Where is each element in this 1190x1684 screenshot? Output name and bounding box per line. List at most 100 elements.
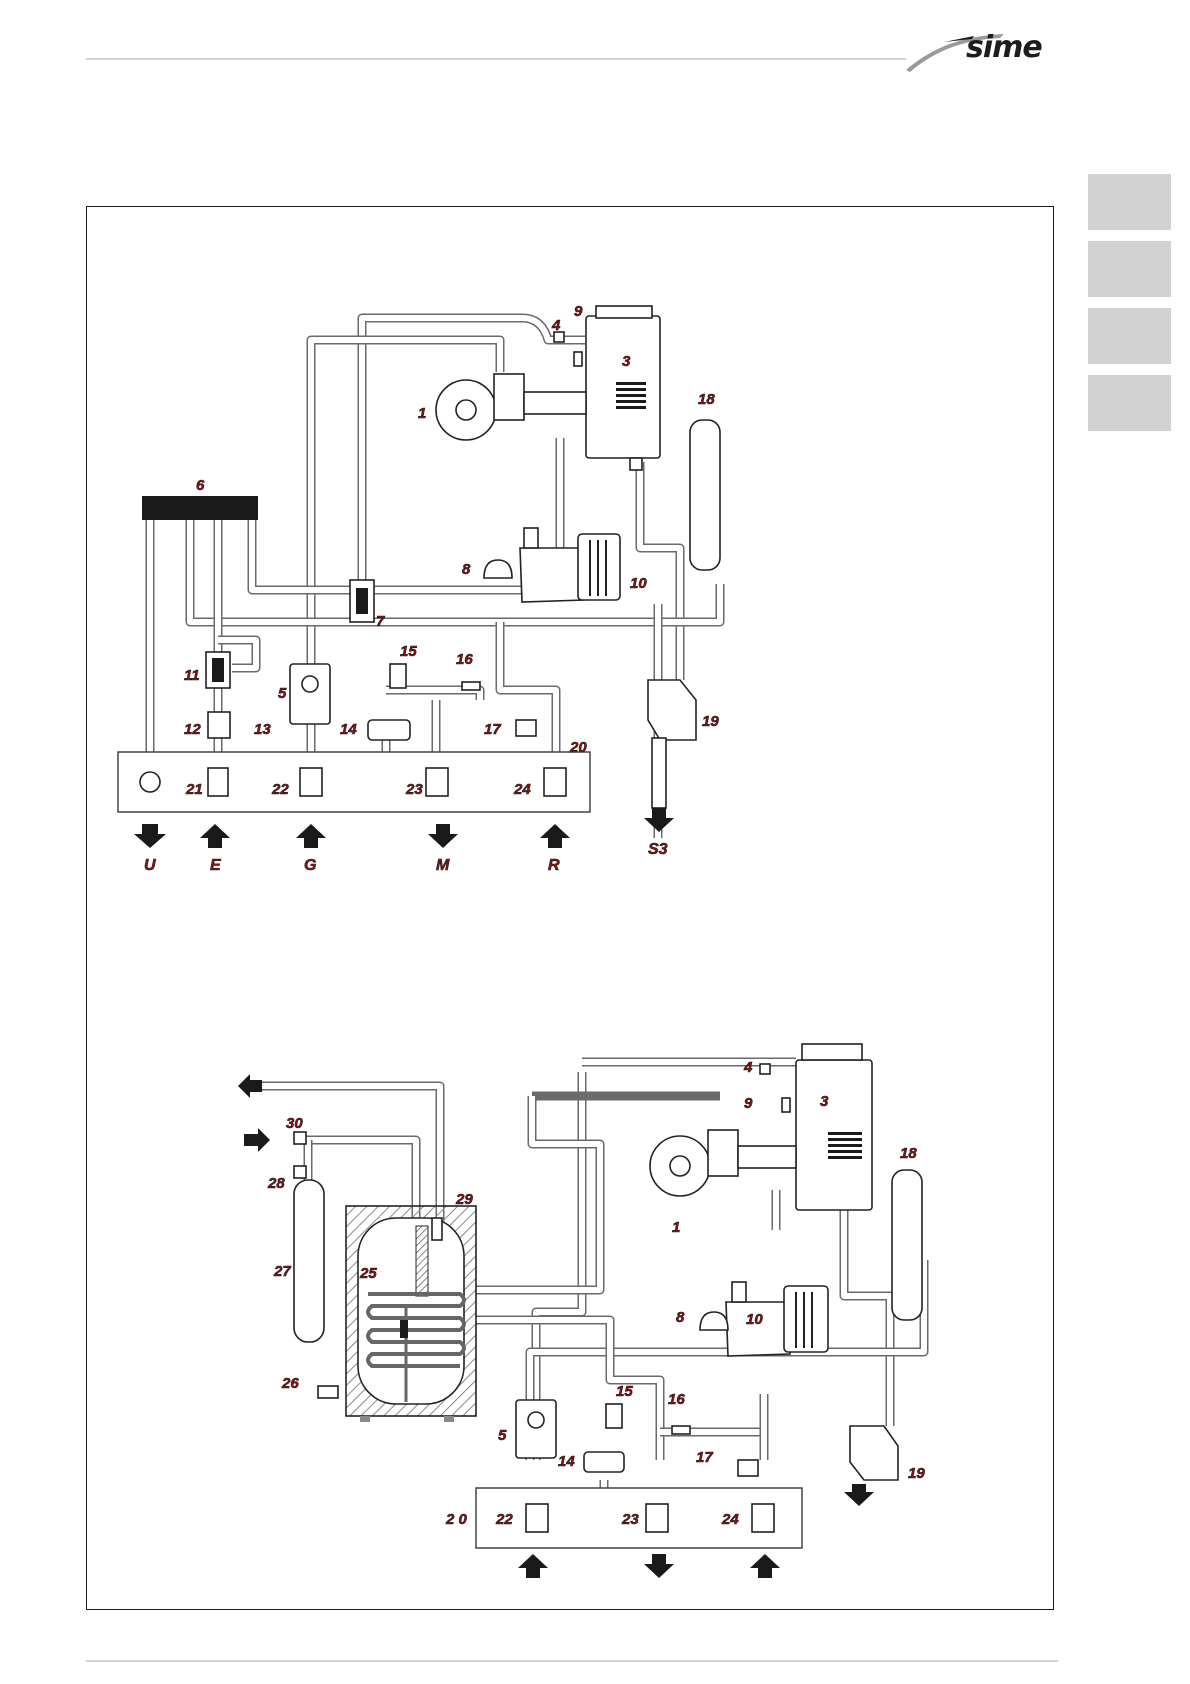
tap-22 — [300, 768, 322, 796]
fitting-u — [140, 772, 160, 792]
drain-cock-2 — [738, 1460, 758, 1476]
label-b-4: 4 — [743, 1059, 753, 1076]
dhw-storage-tank — [346, 1206, 476, 1422]
safety-valve-2 — [584, 1452, 624, 1472]
label-b-9: 9 — [744, 1095, 753, 1112]
label-b-17: 17 — [696, 1449, 713, 1466]
tap-24 — [544, 768, 566, 796]
label-4: 4 — [551, 317, 561, 334]
expansion-vessel — [690, 420, 720, 570]
heat-exchanger-2 — [796, 1044, 872, 1210]
footer-rule — [86, 1660, 1058, 1662]
tank-probe — [400, 1320, 408, 1338]
label-b-3: 3 — [820, 1093, 829, 1110]
arrow-up-r — [540, 824, 570, 848]
probe-9 — [574, 352, 582, 366]
safety-valve — [368, 720, 410, 740]
water-filter — [208, 712, 230, 738]
condensate-trap — [648, 680, 696, 808]
label-b-16: 16 — [668, 1391, 685, 1408]
tank-drain — [318, 1386, 338, 1398]
heat-exchanger — [586, 306, 660, 470]
pressure-transducer-2 — [606, 1404, 622, 1428]
label-24: 24 — [513, 781, 531, 798]
label-9: 9 — [574, 303, 583, 320]
drain-cock — [516, 720, 536, 736]
label-b-19: 19 — [908, 1465, 925, 1482]
label-23: 23 — [405, 781, 423, 798]
bypass-2 — [672, 1426, 690, 1434]
label-b-29: 29 — [455, 1191, 473, 1208]
label-b-27: 27 — [273, 1263, 291, 1280]
label-17: 17 — [484, 721, 501, 738]
label-21: 21 — [185, 781, 203, 798]
fan-blower — [436, 374, 586, 440]
arrow-right-inlet — [244, 1128, 270, 1152]
connection-s3: S3 — [648, 841, 668, 858]
valve-28 — [294, 1166, 306, 1178]
label-13: 13 — [254, 721, 271, 738]
pressure-transducer — [390, 664, 406, 688]
label-b-18: 18 — [900, 1145, 917, 1162]
label-5: 5 — [278, 685, 287, 702]
connection-m: M — [436, 857, 450, 874]
bottom-diagram — [238, 1044, 924, 1578]
connection-e: E — [210, 857, 222, 874]
tap-22-2 — [526, 1504, 548, 1532]
tap-23 — [426, 768, 448, 796]
label-14: 14 — [340, 721, 357, 738]
arrow-up-e — [200, 824, 230, 848]
distribution-manifold — [142, 496, 258, 520]
air-vent-2 — [760, 1064, 770, 1074]
label-19: 19 — [702, 713, 719, 730]
label-20: 20 — [569, 739, 587, 756]
label-b-15: 15 — [616, 1383, 633, 1400]
label-7: 7 — [376, 613, 385, 630]
label-22: 22 — [271, 781, 289, 798]
label-6: 6 — [196, 477, 205, 494]
heating-coil — [368, 1294, 464, 1366]
label-b-22: 22 — [495, 1511, 513, 1528]
label-b-14: 14 — [558, 1453, 575, 1470]
label-b-5: 5 — [498, 1427, 507, 1444]
gas-valve — [290, 664, 330, 724]
label-1: 1 — [418, 405, 426, 422]
label-11: 11 — [184, 667, 200, 684]
label-b-1: 1 — [672, 1219, 680, 1236]
circulation-pump-2 — [726, 1282, 828, 1356]
label-18: 18 — [698, 391, 715, 408]
arrow-up-return — [750, 1554, 780, 1578]
label-b-8: 8 — [676, 1309, 685, 1326]
arrow-left-outlet — [238, 1074, 262, 1098]
valve-30 — [294, 1132, 306, 1144]
arrow-down-m — [428, 824, 458, 848]
label-10: 10 — [630, 575, 647, 592]
arrow-down-s3 — [644, 808, 674, 832]
label-16: 16 — [456, 651, 473, 668]
condensate-trap-2 — [850, 1426, 898, 1480]
label-3: 3 — [622, 353, 631, 370]
connection-g: G — [304, 857, 316, 874]
arrow-down-flow — [644, 1554, 674, 1578]
dhw-expansion-vessel — [294, 1180, 324, 1342]
label-15: 15 — [400, 643, 417, 660]
arrow-up-gas — [518, 1554, 548, 1578]
label-b-10: 10 — [746, 1311, 763, 1328]
label-b-30: 30 — [286, 1115, 303, 1132]
arrow-up-g — [296, 824, 326, 848]
tap-23-2 — [646, 1504, 668, 1532]
label-12: 12 — [184, 721, 201, 738]
label-b-25: 25 — [359, 1265, 377, 1282]
circulation-pump — [520, 528, 620, 602]
fan-blower-2 — [650, 1130, 796, 1196]
tap-24-2 — [752, 1504, 774, 1532]
label-b-24: 24 — [721, 1511, 739, 1528]
arrow-down-condensate — [844, 1484, 874, 1506]
tap-21 — [208, 768, 228, 796]
label-b-26: 26 — [281, 1375, 299, 1392]
automatic-air-vent-2 — [700, 1312, 728, 1330]
automatic-air-vent — [484, 560, 512, 578]
label-8: 8 — [462, 561, 471, 578]
arrow-down-u — [134, 824, 166, 848]
